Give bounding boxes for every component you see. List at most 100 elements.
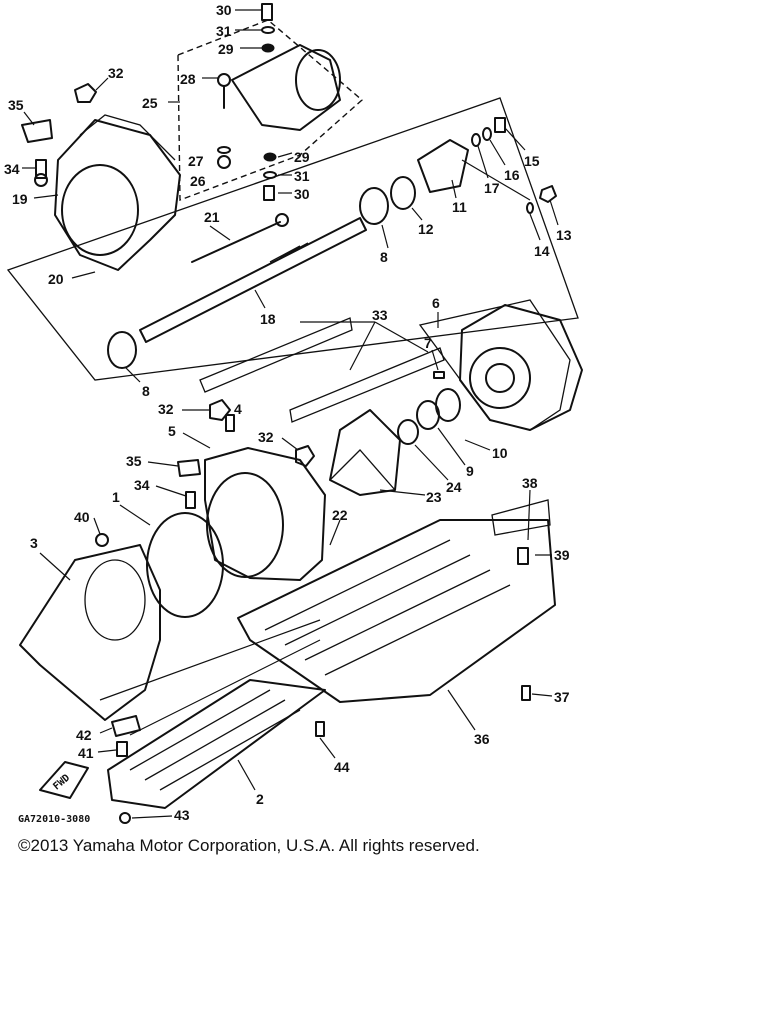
duct-housing-5 [204, 447, 326, 581]
bolt-13 [539, 185, 557, 203]
leader-33-a [349, 321, 376, 371]
gasket-33-b [289, 347, 445, 423]
shaft-spline [261, 242, 309, 269]
callout-25: 25 [142, 95, 158, 111]
washer-27 [217, 146, 231, 154]
shaft-band-outline [6, 97, 579, 381]
fitting-26 [217, 155, 231, 169]
bolt-30-low [263, 185, 275, 201]
leader-10 [464, 439, 491, 451]
leader-lines [22, 9, 559, 819]
leader-44 [319, 737, 336, 759]
impeller-housing-6 [459, 304, 583, 431]
leader-17 [477, 145, 489, 179]
bolt-43 [119, 812, 131, 824]
bolt-37 [521, 685, 531, 701]
long-bolt-21-head [275, 213, 289, 227]
drive-shaft-group [6, 97, 579, 381]
leader-23 [379, 489, 426, 496]
gasket-33-a [199, 317, 353, 393]
long-bolt-21 [191, 221, 281, 263]
callout-28: 28 [180, 71, 196, 87]
fitting-28 [217, 73, 231, 87]
callout-2: 2 [256, 791, 264, 807]
callout-22: 22 [332, 507, 348, 523]
callout-3: 3 [30, 535, 38, 551]
bolt-34-mid [185, 491, 196, 509]
leader-41 [97, 749, 117, 753]
bolt-30-top [261, 3, 273, 21]
impeller-23 [329, 409, 401, 496]
fwd-label: FWD [51, 772, 72, 792]
callout-32-mid: 32 [158, 401, 174, 417]
leader-33-b [374, 321, 429, 353]
callout-16: 16 [504, 167, 520, 183]
leader-11-to-13 [461, 159, 531, 201]
bolt-39 [517, 547, 529, 565]
leader-21 [209, 225, 231, 241]
callout-32-low: 32 [258, 429, 274, 445]
leader-35-top [23, 111, 35, 126]
leader-5 [182, 432, 211, 449]
callout-35: 35 [8, 97, 24, 113]
callout-41: 41 [78, 745, 94, 761]
grommet-29-low [263, 152, 277, 162]
callout-8-right: 8 [380, 249, 388, 265]
leader-2 [237, 759, 256, 791]
intake-grate-36 [237, 519, 556, 703]
housing-top-edge [79, 114, 176, 161]
callout-30-low: 30 [294, 186, 310, 202]
leader-15 [504, 127, 526, 151]
callout-34: 34 [4, 161, 20, 177]
leader-40 [93, 517, 101, 535]
callout-1: 1 [112, 489, 120, 505]
callout-40: 40 [74, 509, 90, 525]
callout-32: 32 [108, 65, 124, 81]
callout-37: 37 [554, 689, 570, 705]
bracket-35-mid [177, 459, 201, 477]
pin-7 [433, 371, 445, 379]
callout-20: 20 [48, 271, 64, 287]
callout-26: 26 [190, 173, 206, 189]
bolt-41 [116, 741, 128, 757]
callout-17: 17 [484, 180, 500, 196]
bracket-38 [491, 499, 551, 536]
impeller-blade [329, 449, 396, 491]
o-ring-1 [146, 512, 224, 618]
leader-34-mid [155, 485, 187, 497]
callout-24: 24 [446, 479, 462, 495]
callout-29: 29 [218, 41, 234, 57]
callout-39: 39 [554, 547, 570, 563]
bolt-44 [315, 721, 325, 737]
callout-38: 38 [522, 475, 538, 491]
plate-slots [129, 689, 301, 791]
ride-plate-opening [84, 559, 146, 641]
leader-38 [527, 489, 531, 541]
callout-27: 27 [188, 153, 204, 169]
intake-grate-group: FWD [39, 499, 556, 824]
leader-32-low [281, 437, 299, 451]
washer-17 [471, 133, 481, 147]
callout-18: 18 [260, 311, 276, 327]
callout-44: 44 [334, 759, 350, 775]
leader-11 [451, 179, 457, 199]
bolt-34-head [34, 173, 48, 187]
washer-31-top [261, 26, 275, 34]
callout-10: 10 [492, 445, 508, 461]
callout-31-low: 31 [294, 168, 310, 184]
callout-34-mid: 34 [134, 477, 150, 493]
leader-8-right [381, 224, 389, 249]
callout-5: 5 [168, 423, 176, 439]
pad-42 [111, 715, 141, 737]
bolt-40 [95, 533, 109, 547]
leader-24 [414, 444, 449, 481]
pump-middle-group [199, 299, 583, 496]
callout-11: 11 [452, 199, 467, 215]
plate-guide-line-1 [99, 619, 321, 701]
leader-42 [99, 727, 113, 734]
leader-37 [531, 693, 553, 697]
leader-14 [529, 213, 541, 241]
bolt-4 [225, 414, 235, 432]
steering-nozzle [231, 44, 341, 131]
